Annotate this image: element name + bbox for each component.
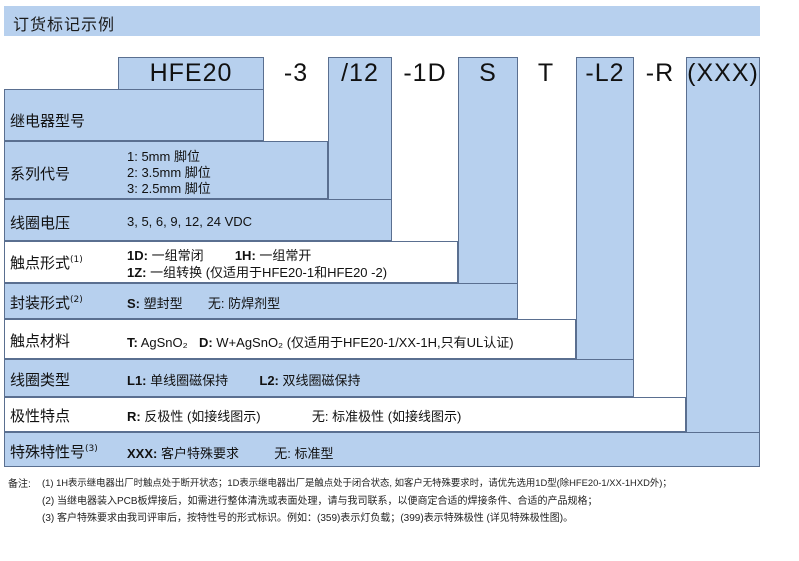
contact-material-t-value: AgSnO₂	[137, 335, 188, 350]
coil-type-l1-value: 单线圈磁保持	[146, 373, 229, 388]
label-series: 系列代号	[10, 165, 71, 183]
page-title: 订货标记示例	[13, 15, 116, 34]
label-special-text: 特殊特性号	[10, 443, 86, 461]
series-line-2: 2: 3.5mm 脚位	[127, 165, 211, 180]
series-line-3: 3: 2.5mm 脚位	[127, 181, 211, 196]
special-xxx-value: 客户特殊要求	[157, 446, 239, 461]
contact-form-1d-key: 1D:	[127, 248, 148, 263]
row-block-contact-form	[4, 241, 458, 283]
label-special: 特殊特性号(3)	[10, 441, 98, 462]
contact-material-d-key: D:	[198, 335, 213, 350]
row-block-package	[4, 283, 518, 319]
code-segment-3: -3	[283, 59, 309, 87]
code-segment-1d: -1D	[403, 59, 447, 87]
coil-type-l2-value: 双线圈磁保持	[278, 373, 361, 388]
row-block-special	[4, 432, 760, 467]
row-block-contact-material	[4, 319, 576, 359]
contact-form-line-2: 1Z: 一组转换 (仅适用于HFE20-1和HFE20 -2)	[127, 262, 387, 281]
code-segment-s: S	[479, 59, 497, 87]
row-block-polarity	[4, 397, 686, 432]
special-none-value: 无: 标准型	[274, 446, 334, 461]
label-coil-voltage: 线圈电压	[10, 214, 71, 232]
label-coil-type: 线圈类型	[10, 371, 71, 389]
row-block-coil-type	[4, 359, 634, 397]
code-col-l2	[576, 57, 634, 397]
contact-form-1d-value: 一组常闭	[147, 248, 204, 263]
label-package: 封装形式(2)	[10, 292, 83, 313]
contact-form-1h-key: 1H:	[234, 248, 256, 263]
notes-prefix: 备注:	[8, 479, 31, 490]
label-package-sup: (2)	[70, 295, 83, 305]
label-package-text: 封装形式	[10, 294, 71, 312]
package-s-key: S:	[127, 296, 140, 311]
series-line-1: 1: 5mm 脚位	[127, 149, 200, 164]
code-col-s	[458, 57, 518, 319]
special-text: XXX: 客户特殊要求 无: 标准型	[127, 443, 333, 462]
code-segment-r: -R	[645, 59, 675, 87]
row-block-series	[4, 141, 328, 199]
code-segment-t: T	[537, 59, 555, 87]
code-segment-l2: -L2	[585, 59, 625, 87]
contact-form-1z-value: 一组转换 (仅适用于HFE20-1和HFE20 -2)	[146, 265, 388, 280]
coil-type-l1-key: L1:	[127, 373, 147, 388]
coil-voltage-values: 3, 5, 6, 9, 12, 24 VDC	[127, 214, 253, 229]
contact-material-t-key: T:	[127, 335, 138, 350]
contact-form-1z-key: 1Z:	[127, 265, 147, 280]
code-col-xxx	[686, 57, 760, 467]
polarity-r-key: R:	[127, 409, 141, 424]
row-block-relay-type	[4, 89, 264, 141]
polarity-r-value: 反极性 (如接线图示)	[140, 409, 261, 424]
header-bar: 订货标记示例	[4, 6, 760, 36]
coil-type-text: L1: 单线圈磁保持 L2: 双线圈磁保持	[127, 370, 361, 389]
package-text: S: 塑封型 无: 防焊剂型	[127, 293, 280, 312]
package-none-value: 无: 防焊剂型	[207, 296, 281, 311]
note-3: (3) 客户特殊要求由我司评审后，按特性号的形式标识。例如：(359)表示灯负载…	[42, 513, 574, 524]
label-relay-type: 继电器型号	[10, 112, 86, 130]
label-polarity: 极性特点	[10, 407, 71, 425]
coil-type-l2-key: L2:	[259, 373, 279, 388]
contact-form-1h-value: 一组常开	[255, 248, 312, 263]
label-contact-form-sup: (1)	[70, 255, 83, 265]
code-segment-12: /12	[341, 59, 379, 87]
label-contact-material: 触点材料	[10, 332, 71, 350]
label-contact-form: 触点形式(1)	[10, 252, 83, 273]
polarity-text: R: 反极性 (如接线图示) 无: 标准极性 (如接线图示)	[127, 406, 461, 425]
contact-material-text: T: AgSnO₂ D: W+AgSnO₂ (仅适用于HFE20-1/XX-1H…	[127, 332, 514, 351]
note-2: (2) 当继电器装入PCB板焊接后，如需进行整体清洗或表面处理，请与我司联系，以…	[42, 496, 598, 507]
package-s-value: 塑封型	[140, 296, 183, 311]
note-1: (1) 1H表示继电器出厂时触点处于断开状态；1D表示继电器出厂是触点处于闭合状…	[42, 477, 672, 488]
polarity-none-value: 无: 标准极性 (如接线图示)	[311, 409, 462, 424]
code-segment-xxx: (XXX)	[687, 59, 759, 87]
contact-form-line-1: 1D: 一组常闭 1H: 一组常开	[127, 245, 311, 264]
label-contact-form-text: 触点形式	[10, 254, 71, 272]
label-special-sup: (3)	[85, 444, 98, 454]
contact-material-d-value: W+AgSnO₂ (仅适用于HFE20-1/XX-1H,只有UL认证)	[212, 335, 514, 350]
row-block-coil-voltage	[4, 199, 392, 241]
special-xxx-key: XXX:	[127, 446, 158, 461]
code-segment-hfe20: HFE20	[149, 59, 233, 87]
